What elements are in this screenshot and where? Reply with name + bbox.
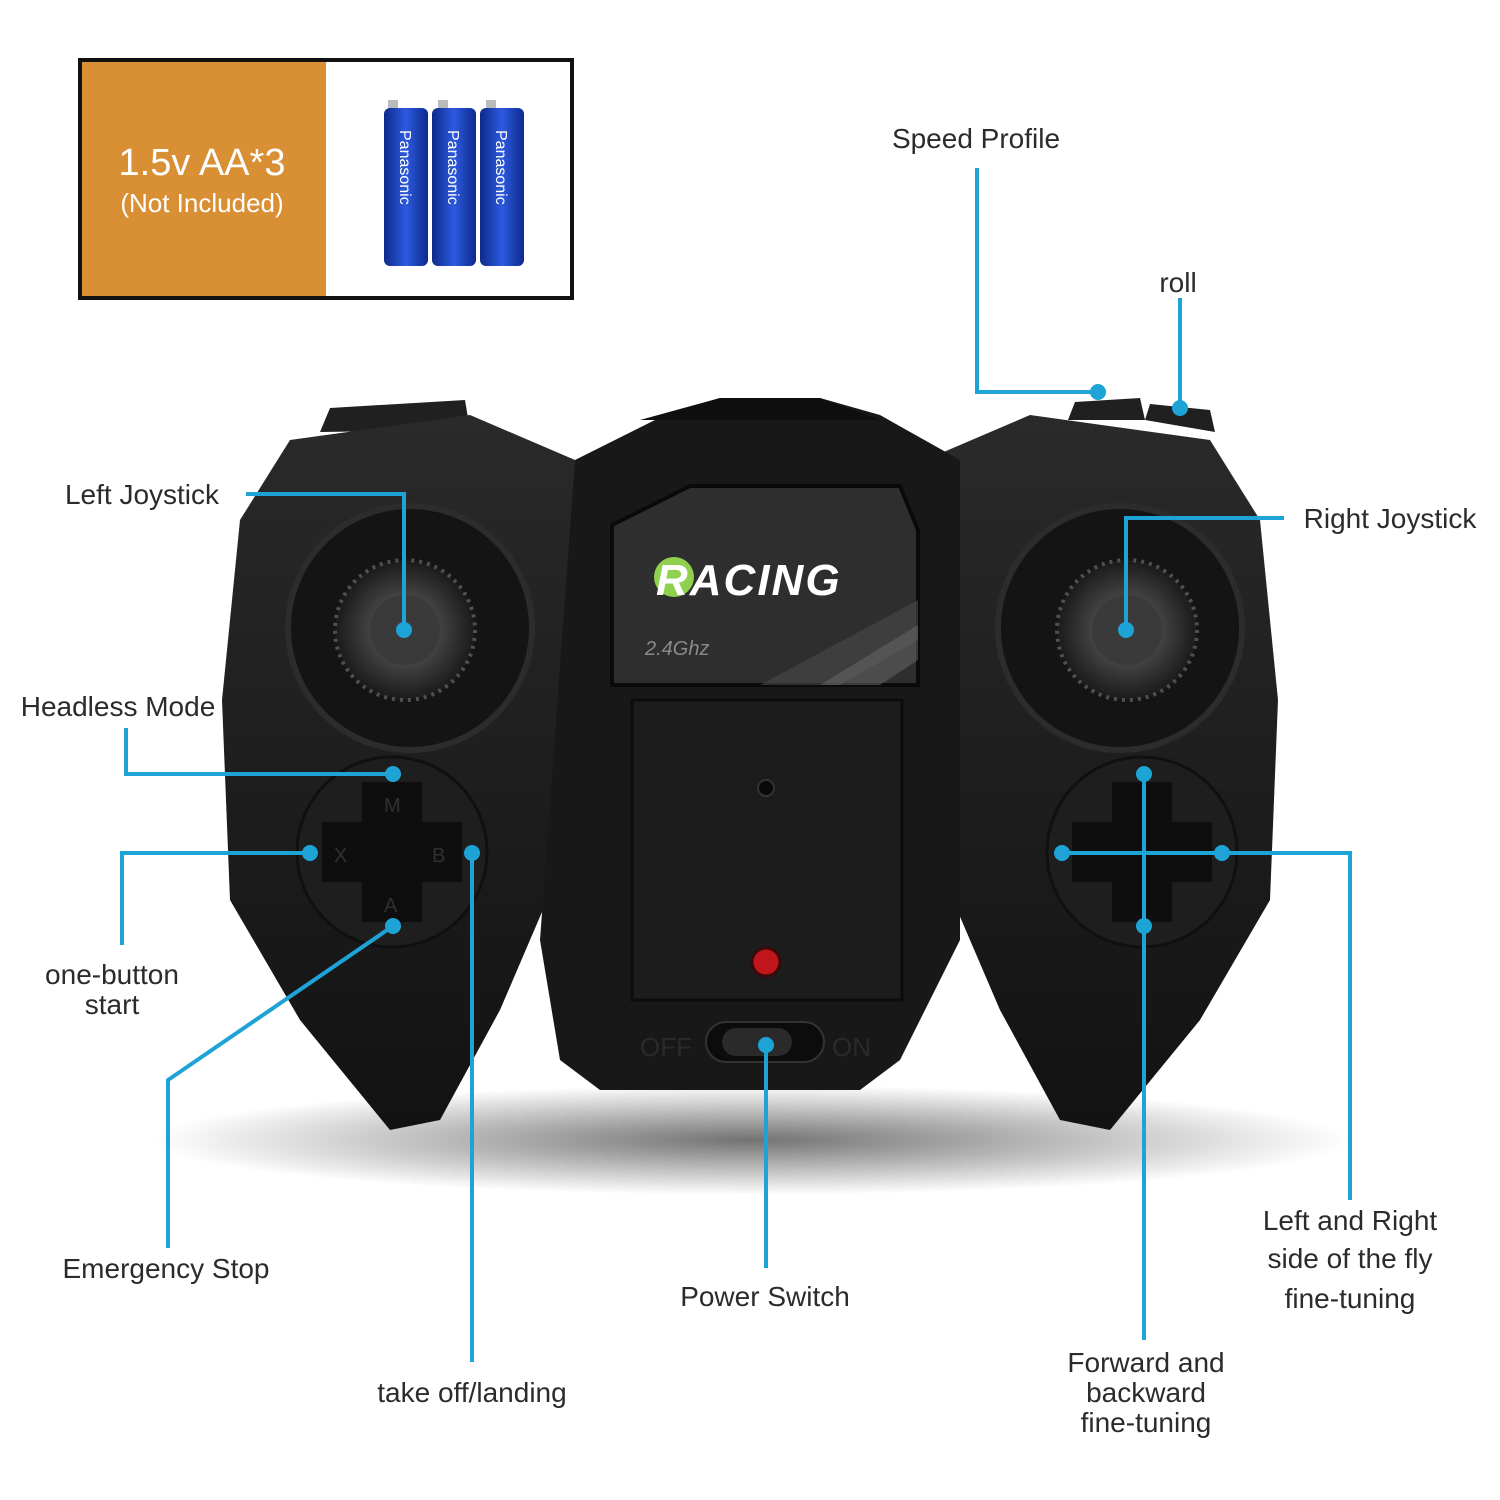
logo-panel: RACING 2.4Ghz	[610, 484, 920, 687]
label-takeoff-landing: take off/landing	[377, 1377, 566, 1408]
battery-1: Panasonic	[384, 100, 428, 266]
right-shoulder-button-roll	[1145, 404, 1215, 432]
label-right-joystick: Right Joystick	[1304, 503, 1478, 534]
battery-2: Panasonic	[432, 100, 476, 266]
frequency-label: 2.4Ghz	[644, 638, 709, 660]
callout-labels: Speed Profile roll Left Joystick Right J…	[21, 123, 1478, 1438]
power-switch-on-label: ON	[832, 1032, 871, 1062]
indicator-hole	[757, 779, 775, 797]
top-ridge	[640, 398, 880, 420]
battery-box: 1.5v AA*3 (Not Included) Panasonic Panas…	[78, 58, 574, 300]
battery-box-color-panel	[82, 62, 326, 296]
callout-right-joystick	[1124, 516, 1284, 630]
power-led	[750, 946, 782, 978]
left-dpad-letter-x: X	[334, 845, 347, 867]
callout-headless-mode	[124, 728, 393, 776]
left-dpad-letter-b: B	[432, 845, 445, 867]
callout-speed-profile	[975, 168, 1098, 394]
battery-2-brand: Panasonic	[444, 130, 461, 205]
callout-one-button-start	[120, 851, 310, 945]
label-fb-fine-line2: backward	[1086, 1377, 1206, 1408]
label-fb-fine-line3: fine-tuning	[1081, 1407, 1212, 1438]
power-switch-off-label: OFF	[640, 1032, 692, 1062]
label-emergency-stop: Emergency Stop	[63, 1253, 270, 1284]
controller-body: RACING 2.4Ghz OFF ON M	[222, 398, 1278, 1130]
battery-note: (Not Included)	[120, 188, 283, 218]
label-headless-mode: Headless Mode	[21, 691, 216, 722]
label-power-switch: Power Switch	[680, 1281, 850, 1312]
label-left-joystick: Left Joystick	[65, 479, 220, 510]
label-speed-profile: Speed Profile	[892, 123, 1060, 154]
logo-badge-icon	[654, 557, 694, 597]
battery-1-brand: Panasonic	[396, 130, 413, 205]
callout-emergency-stop	[166, 924, 395, 1248]
label-one-button-start-line1: one-button	[45, 959, 179, 990]
label-lr-fine-line3: fine-tuning	[1285, 1283, 1416, 1314]
battery-spec: 1.5v AA*3	[119, 142, 286, 184]
callout-lr-fine-tuning	[1062, 851, 1352, 1200]
left-dpad-letter-a: A	[384, 895, 398, 917]
label-one-button-start-line2: start	[85, 989, 140, 1020]
callout-left-joystick	[246, 492, 406, 630]
label-fb-fine-line1: Forward and	[1067, 1347, 1224, 1378]
label-lr-fine-line1: Left and Right	[1263, 1205, 1438, 1236]
label-lr-fine-line2: side of the fly	[1268, 1243, 1433, 1274]
callout-lines	[120, 168, 1352, 1362]
battery-images: Panasonic Panasonic Panasonic	[384, 100, 524, 266]
label-roll: roll	[1159, 267, 1196, 298]
controller-shadow	[150, 1085, 1350, 1195]
right-shoulder-button-speed	[1068, 398, 1145, 420]
logo-text: RACING	[656, 556, 842, 605]
battery-3-brand: Panasonic	[492, 130, 509, 205]
battery-3: Panasonic	[480, 100, 524, 266]
left-dpad-letter-m: M	[384, 795, 401, 817]
